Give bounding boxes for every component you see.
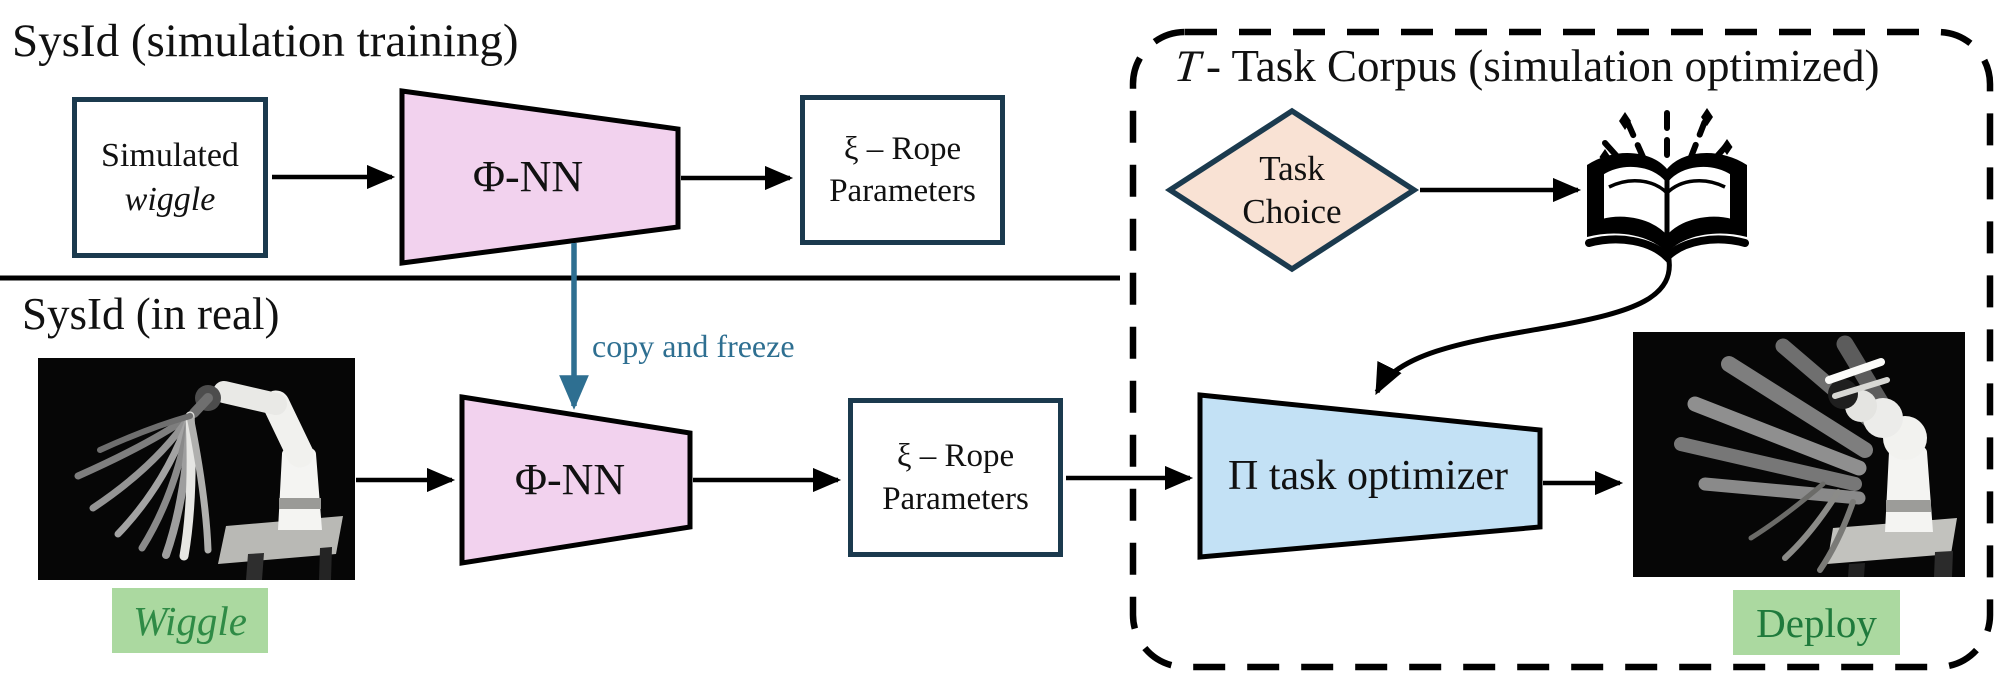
rope-parameters-box-bottom: ξ – Rope Parameters (848, 398, 1063, 557)
rope-params-top-line1: ξ – Rope (843, 130, 962, 167)
section-title-in-real: SysId (in real) (22, 289, 280, 339)
simulated-wiggle-line2: wiggle (124, 180, 216, 218)
rope-params-bottom-line2: Parameters (882, 480, 1029, 517)
task-corpus-title-text: - Task Corpus (simulation optimized) (1206, 41, 1880, 91)
task-choice-line1: Task (1259, 149, 1325, 189)
simulated-wiggle-line1: Simulated (101, 136, 239, 174)
pi-optimizer-label: Π task optimizer (1228, 453, 1508, 500)
phi-nn-bottom-trapezoid (459, 394, 693, 566)
phi-nn-bottom-label: Φ-NN (514, 455, 626, 505)
open-book-icon (1585, 107, 1749, 263)
deploy-badge: Deploy (1733, 590, 1900, 655)
arrow-book-to-optimizer (1374, 253, 1672, 396)
task-corpus-title: T- Task Corpus (simulation optimized) (1172, 40, 1880, 92)
wiggle-badge: Wiggle (112, 588, 268, 653)
simulated-wiggle-box: Simulated wiggle (72, 97, 268, 258)
task-corpus-dashed-box (1129, 28, 1994, 671)
section-title-sim-training: SysId (simulation training) (12, 15, 519, 67)
rope-params-bottom-line1: ξ – Rope (896, 438, 1015, 475)
script-t-symbol: T (1172, 41, 1203, 91)
copy-and-freeze-label: copy and freeze (592, 328, 795, 365)
task-choice-label: Task Choice (1222, 148, 1362, 234)
pi-optimizer-trapezoid (1197, 392, 1543, 560)
phi-nn-top-label: Φ-NN (472, 152, 584, 202)
rope-params-top-line2: Parameters (829, 173, 976, 209)
task-choice-line2: Choice (1242, 192, 1342, 231)
sparkles-icon (1599, 107, 1733, 166)
phi-nn-top-trapezoid (399, 88, 681, 266)
robot-arm-motion-blur-photo (1633, 332, 1965, 577)
rope-parameters-box-top: ξ – Rope Parameters (800, 95, 1005, 245)
robot-arm-waving-rope-photo (38, 358, 355, 580)
task-choice-diamond (1164, 107, 1420, 273)
